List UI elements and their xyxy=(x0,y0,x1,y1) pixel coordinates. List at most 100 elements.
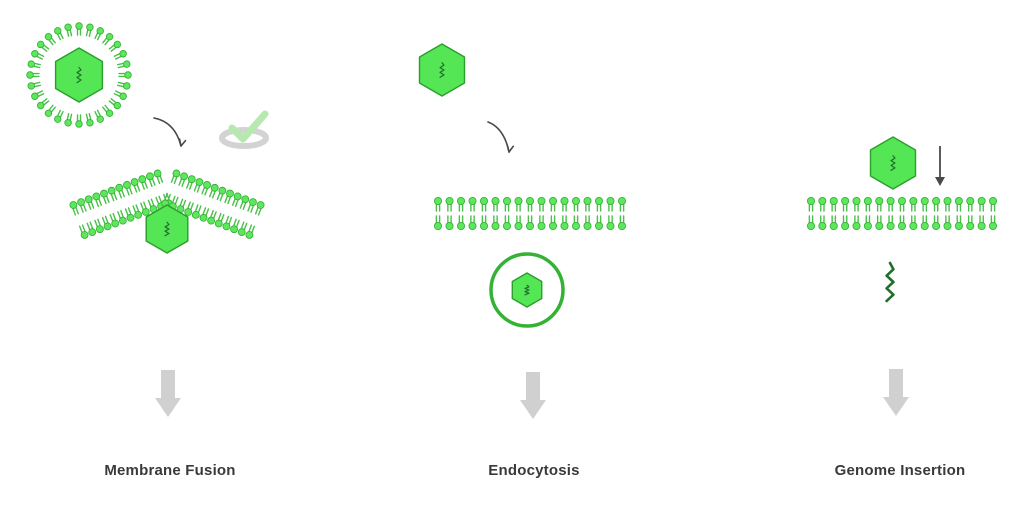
curved-arrow-head xyxy=(506,144,514,153)
lipid-head xyxy=(222,222,231,231)
lipid xyxy=(943,196,952,212)
check-mark xyxy=(228,110,269,143)
curved-arrow-shaft xyxy=(487,121,510,153)
lipid-head xyxy=(195,178,204,186)
lipid-head xyxy=(606,221,615,230)
lipid xyxy=(237,221,248,237)
lipid-head xyxy=(207,216,216,225)
lipid xyxy=(818,215,827,230)
lipid-head xyxy=(172,169,181,178)
lipid-head xyxy=(479,196,488,205)
lipid-head xyxy=(237,228,246,237)
lipid-head xyxy=(514,221,523,230)
lipid xyxy=(549,196,558,212)
lipid-head xyxy=(920,221,929,230)
lipid xyxy=(932,215,941,230)
lipid xyxy=(606,215,615,230)
lipid-head xyxy=(807,221,816,230)
lipid-head xyxy=(44,109,53,118)
lipid-head xyxy=(126,213,135,222)
curved-arrow-icon xyxy=(153,117,187,147)
lipid-head xyxy=(989,196,998,205)
lipid xyxy=(107,186,118,202)
receptor-check-icon xyxy=(219,110,269,149)
lipid xyxy=(124,207,135,222)
lipid xyxy=(807,196,816,212)
lipid xyxy=(863,215,872,230)
curved-arrow-shaft xyxy=(153,117,182,147)
lipid xyxy=(186,175,196,190)
lipid-head xyxy=(64,119,72,127)
lipid-head xyxy=(75,120,83,128)
lipid xyxy=(199,207,210,222)
lipid xyxy=(502,215,511,230)
lipid-head xyxy=(123,82,131,90)
lipid-head xyxy=(954,221,963,230)
lipid xyxy=(84,195,95,210)
lipid-head xyxy=(233,192,242,201)
capsid-hexagon xyxy=(54,47,104,103)
lipid-head xyxy=(226,189,234,198)
endocytosis-label: Endocytosis xyxy=(488,462,580,479)
lipid-head xyxy=(537,196,546,205)
lipid xyxy=(140,201,150,216)
lipid-head xyxy=(977,196,986,205)
lipid-head xyxy=(199,213,208,222)
lipid-head xyxy=(256,201,265,209)
lipid-head xyxy=(966,196,975,205)
capsid xyxy=(54,47,104,103)
lipid-head xyxy=(572,196,581,205)
lipid xyxy=(108,40,122,52)
lipid-head xyxy=(64,23,72,31)
lipid xyxy=(479,215,488,230)
lipid-head xyxy=(88,228,97,237)
lipid xyxy=(818,196,827,212)
enveloped-virus xyxy=(26,22,132,128)
lipid-head xyxy=(134,210,143,219)
lipid-head xyxy=(943,196,952,205)
lipid xyxy=(954,196,963,212)
lipid xyxy=(239,195,250,210)
lipid-head xyxy=(502,221,511,230)
curved-arrow-icon xyxy=(487,121,514,153)
lipid xyxy=(514,196,523,212)
endocytic-vesicle xyxy=(489,252,565,328)
lipid xyxy=(920,196,929,212)
lipid-bilayer xyxy=(433,196,627,230)
lipid-head xyxy=(27,82,35,90)
capsid xyxy=(511,272,543,308)
lipid xyxy=(247,198,257,213)
genome-insertion-label: Genome Insertion xyxy=(834,462,966,479)
lipid xyxy=(64,23,73,38)
lipid xyxy=(254,201,265,216)
lipid-head xyxy=(829,221,838,230)
lipid-head xyxy=(468,221,477,230)
lipid xyxy=(36,40,50,52)
lipid-head xyxy=(100,189,108,198)
capsid xyxy=(869,136,917,190)
lipid xyxy=(943,215,952,230)
lipid-head xyxy=(966,221,975,230)
lipid-head xyxy=(977,221,986,230)
lipid xyxy=(445,215,454,230)
lipid-head xyxy=(138,175,147,184)
lipid-head xyxy=(526,221,535,230)
lipid-head xyxy=(491,196,500,205)
lipid-head xyxy=(210,183,219,192)
lipid xyxy=(116,81,131,90)
lipid xyxy=(214,212,225,228)
lipid xyxy=(537,196,546,212)
lipid xyxy=(78,224,89,239)
lipid-head xyxy=(86,23,94,31)
lipid-head xyxy=(118,216,127,225)
lipid-head xyxy=(86,119,94,127)
lipid-head xyxy=(26,71,34,79)
lipid-head xyxy=(203,181,211,189)
lipid xyxy=(147,198,158,214)
lipid-head xyxy=(146,172,154,181)
lipid xyxy=(113,90,127,100)
lipid-head xyxy=(77,198,85,207)
lipid-head xyxy=(560,196,569,205)
lipid xyxy=(977,196,986,212)
lipid-head xyxy=(184,208,193,216)
